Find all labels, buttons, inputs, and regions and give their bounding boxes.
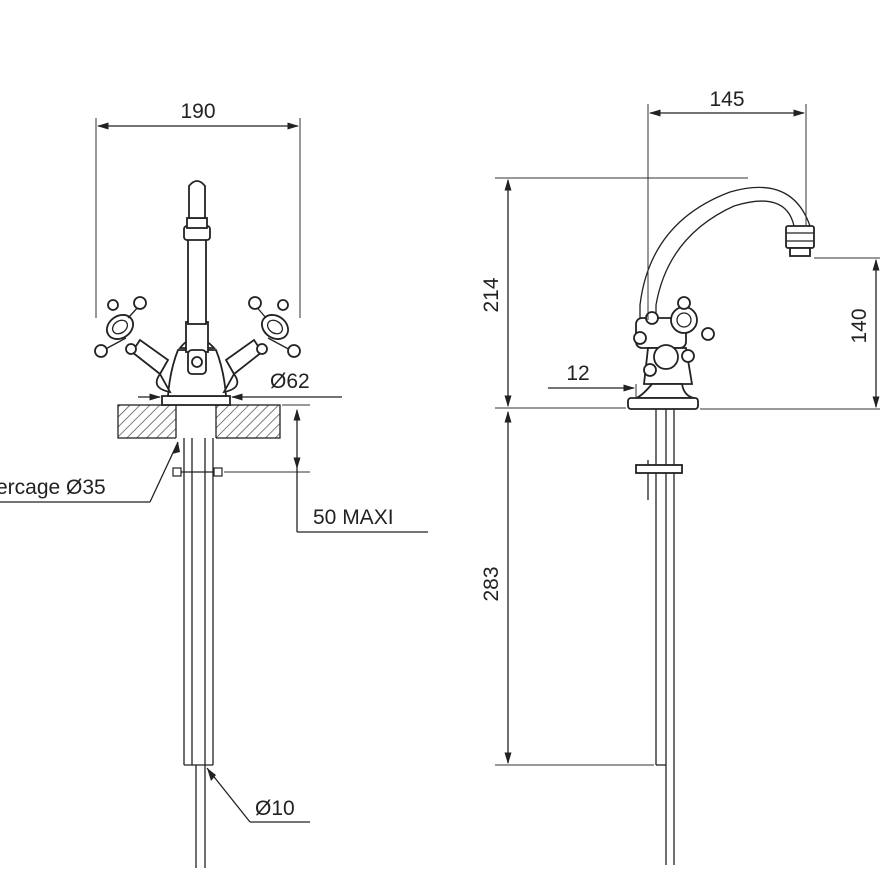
dimension-max-thickness: 50 MAXI	[224, 404, 428, 533]
dimension-label-pipe-diameter: Ø10	[255, 797, 295, 820]
dimension-base-offset-12: 12	[548, 362, 637, 398]
leader-pipe-diameter: Ø10	[206, 767, 310, 823]
faucet-body-front	[167, 180, 227, 397]
dimension-height-214: 214	[480, 177, 748, 409]
dimension-label-height: 214	[480, 277, 503, 312]
dimension-pipe-length-283: 283	[480, 410, 654, 766]
dimension-label-base-diameter: Ø62	[270, 370, 310, 393]
dimension-label-drilling: ercage Ø35	[0, 476, 106, 499]
curved-spout	[639, 186, 815, 330]
dimension-label-pipe-length: 283	[480, 566, 503, 601]
dimension-width-190: 190	[95, 100, 301, 318]
dimension-spout-height-140: 140	[700, 257, 880, 410]
supply-pipes	[183, 438, 214, 868]
dimension-label-width: 190	[180, 100, 215, 123]
side-supply-pipes	[635, 409, 683, 865]
right-cross-handle	[222, 296, 301, 394]
countertop-section	[117, 402, 281, 440]
mounting-nut	[172, 467, 223, 477]
dimension-reach-145: 145	[647, 88, 807, 320]
leader-drilling-diameter: ercage Ø35	[0, 441, 180, 503]
dimension-label-base-offset: 12	[566, 362, 589, 385]
base-plate	[161, 395, 231, 406]
front-view: 190 Ø62 50 MAXI ercage Ø35	[0, 100, 428, 868]
faucet-body-side	[627, 296, 715, 410]
side-view: 145 214 140 12 283	[480, 88, 880, 865]
dimension-label-max-thickness: 50 MAXI	[313, 506, 394, 529]
dimension-base-diameter: Ø62	[138, 370, 342, 401]
left-cross-handle	[94, 296, 172, 394]
dimension-label-reach: 145	[709, 88, 744, 111]
dimension-label-spout-height: 140	[848, 308, 871, 343]
